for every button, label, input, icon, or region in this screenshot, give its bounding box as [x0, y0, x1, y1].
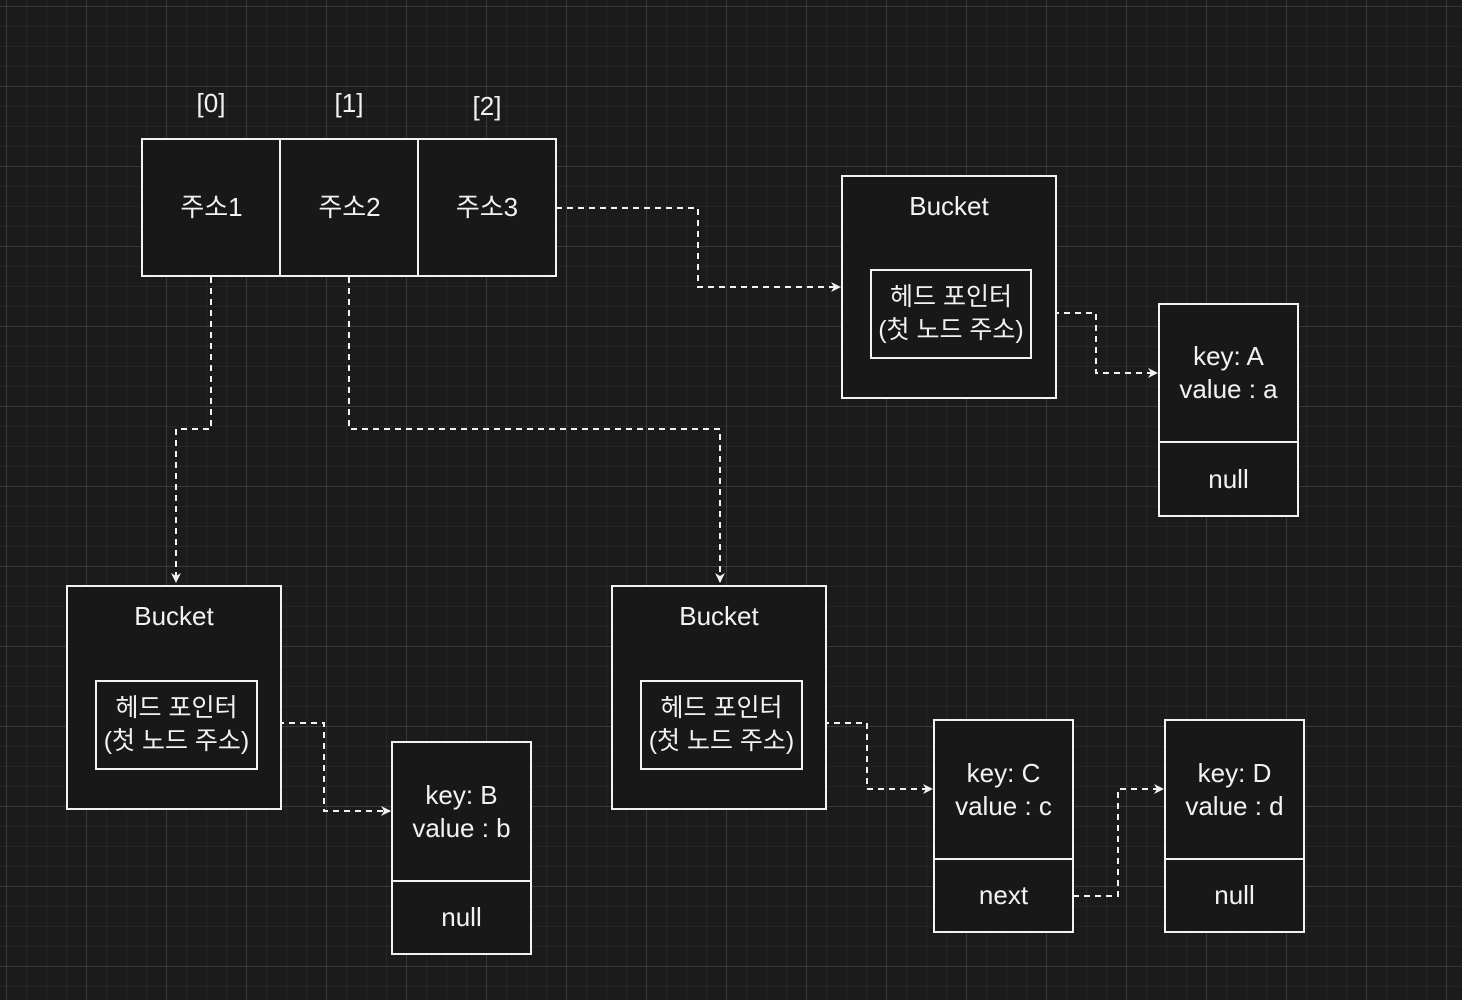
- node-c-data: key: C value : c: [933, 719, 1074, 860]
- node-next: null: [1214, 880, 1255, 910]
- node-b-data: key: B value : b: [391, 741, 532, 882]
- bucket-title: Bucket: [679, 601, 759, 631]
- head-pointer-c: 헤드 포인터 (첫 노드 주소): [640, 680, 803, 770]
- index-label-0: [0]: [196, 88, 226, 118]
- bucket-title: Bucket: [909, 191, 989, 221]
- node-d-next: null: [1164, 858, 1305, 933]
- node-value: value : d: [1185, 790, 1284, 821]
- edge-node-c-to-node-d: [1073, 784, 1164, 897]
- node-d-data: key: D value : d: [1164, 719, 1305, 860]
- array-cell-label: 주소3: [455, 192, 519, 222]
- head-pointer-sublabel: (첫 노드 주소): [648, 727, 795, 755]
- bucket-c: Bucket 헤드 포인터 (첫 노드 주소): [611, 585, 827, 810]
- node-value: value : a: [1179, 374, 1278, 404]
- head-pointer-sublabel: (첫 노드 주소): [878, 316, 1024, 344]
- head-pointer-b: 헤드 포인터 (첫 노드 주소): [95, 680, 258, 770]
- node-key: key: A: [1193, 341, 1264, 371]
- head-pointer-label: 헤드 포인터: [660, 694, 783, 722]
- node-key: key: D: [1197, 757, 1272, 788]
- node-next: null: [1208, 463, 1249, 494]
- bucket-a: Bucket 헤드 포인터 (첫 노드 주소): [841, 175, 1057, 399]
- node-next: null: [441, 902, 482, 932]
- head-pointer-label: 헤드 포인터: [890, 283, 1012, 311]
- index-label-2: [2]: [472, 91, 502, 121]
- node-b-next: null: [391, 880, 532, 955]
- bucket-b: Bucket 헤드 포인터 (첫 노드 주소): [66, 585, 282, 810]
- head-pointer-label: 헤드 포인터: [115, 694, 238, 722]
- edge-slot1-to-bucket-c: [348, 277, 725, 583]
- node-c-next: next: [933, 858, 1074, 933]
- edge-slot0-to-bucket-b: [171, 277, 212, 583]
- bucket-title: Bucket: [134, 601, 214, 631]
- node-value: value : c: [955, 790, 1052, 821]
- head-pointer-sublabel: (첫 노드 주소): [103, 727, 250, 755]
- array-cell-label: 주소1: [180, 192, 243, 222]
- array-cell-label: 주소2: [318, 192, 381, 222]
- node-a-next: null: [1158, 441, 1299, 517]
- node-key: key: C: [966, 757, 1041, 788]
- node-next: next: [978, 880, 1029, 910]
- node-value: value : b: [412, 812, 511, 843]
- index-label-1: [1]: [334, 88, 364, 118]
- array-cell-1: 주소2: [279, 138, 420, 277]
- array-cell-2: 주소3: [417, 138, 557, 277]
- node-key: key: B: [425, 779, 498, 810]
- array-cell-0: 주소1: [141, 138, 282, 277]
- edge-slot2-to-bucket-a: [556, 207, 841, 292]
- head-pointer-a: 헤드 포인터 (첫 노드 주소): [870, 269, 1032, 359]
- node-a-data: key: A value : a: [1158, 303, 1299, 443]
